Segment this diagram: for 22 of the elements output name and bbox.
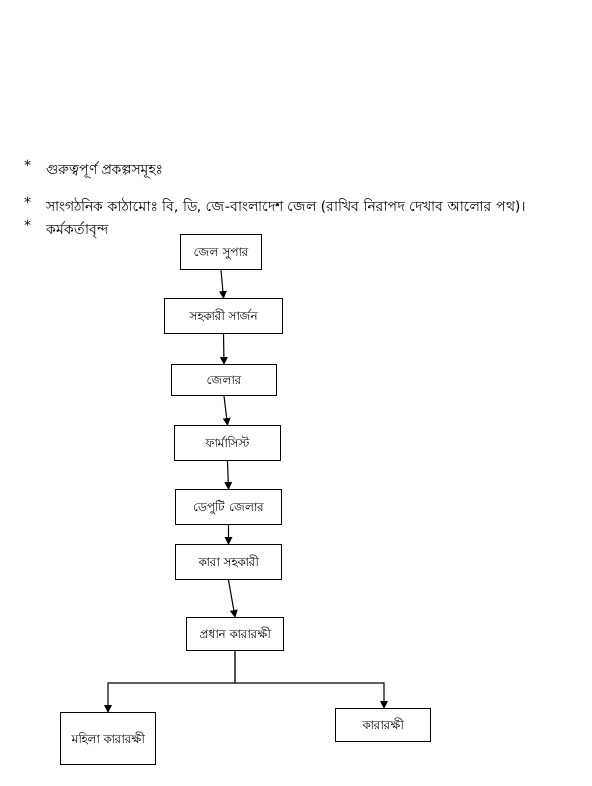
arrow [224,460,232,490]
bullet-mark: * [24,158,31,174]
rank-box: জেল সুপার [180,234,262,270]
list-item: কর্মকর্তাবৃন্দ [46,220,108,240]
rank-box: মহিলা কারারক্ষী [60,712,156,765]
arrow [224,525,232,545]
rank-box: কারারক্ষী [335,708,431,742]
rank-box: সহকারী সার্জন [164,298,283,334]
arrow [222,396,231,426]
arrow [220,334,228,365]
rank-box: কারা সহকারী [175,544,282,580]
arrow [234,651,388,709]
arrow [228,580,238,618]
rank-box: প্রধান কারারক্ষী [186,617,284,651]
list-item: সাংগঠনিক কাঠামোঃ বি, ডি, জে-বাংলাদেশ জেল (রাখিব নিরাপদ দেখাব আলোর পথ)। [46,196,526,217]
arrow [218,270,227,299]
rank-box: জেলার [171,364,277,396]
rank-box: ফার্মাসিস্ট [174,425,281,461]
bullet-mark: * [24,195,31,211]
bullet-mark: * [24,218,31,234]
list-item: গুরুত্বপূর্ণ প্রকল্পসমূহঃ [46,160,162,180]
rank-box: ডেপুটি জেলার [175,489,282,525]
